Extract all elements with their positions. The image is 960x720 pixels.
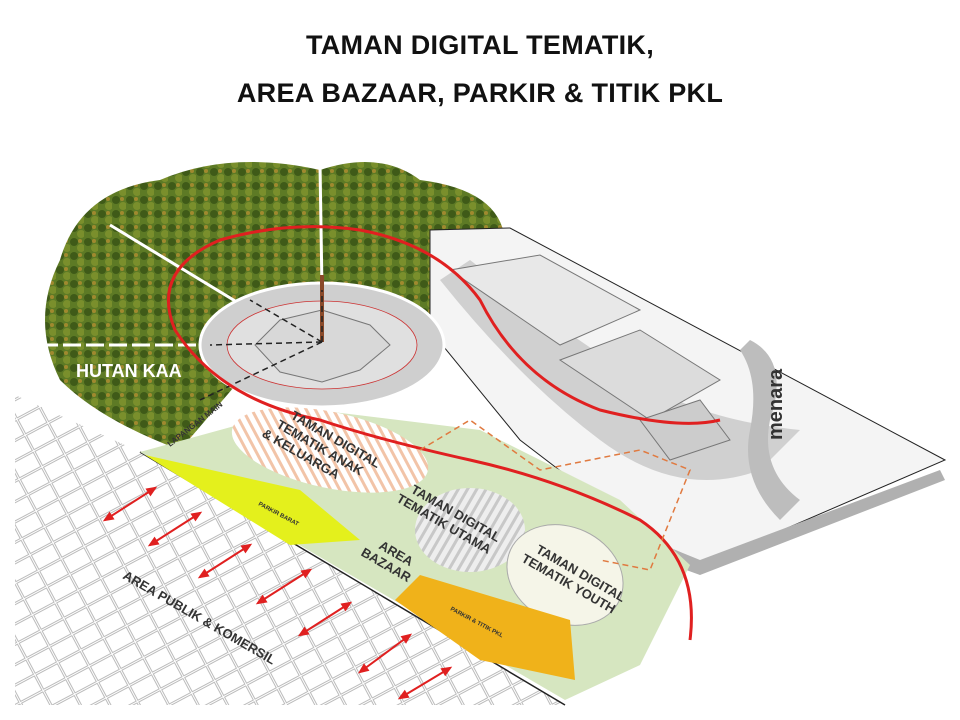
arrowhead-icon xyxy=(440,666,453,677)
slide-title-line-2: AREA BAZAAR, PARKIR & TITIK PKL xyxy=(236,78,724,108)
arrow-2 xyxy=(147,511,203,547)
park-kids-area xyxy=(231,407,429,493)
park-main-area xyxy=(415,488,525,572)
arrowhead-icon xyxy=(147,536,160,547)
slide-title-line-1: TAMAN DIGITAL TEMATIK, xyxy=(305,30,655,60)
arrowhead-icon xyxy=(255,594,268,605)
arrowhead-icon xyxy=(297,626,310,637)
arrowhead-icon xyxy=(357,663,370,674)
arrowhead-icon xyxy=(300,568,313,579)
access-arrows xyxy=(102,486,453,700)
arrowhead-icon xyxy=(145,486,158,497)
arrow-7 xyxy=(397,666,453,700)
arrowhead-icon xyxy=(240,543,253,554)
arrow-6 xyxy=(357,633,413,674)
arrowhead-icon xyxy=(197,568,210,579)
tower-label: menara xyxy=(765,368,787,440)
forest-label: HUTAN KAA xyxy=(76,361,182,381)
park-area xyxy=(140,407,690,700)
central-plaza xyxy=(198,275,446,409)
arrow-5 xyxy=(297,601,353,637)
site-boundary-line xyxy=(166,225,721,641)
arrowhead-icon xyxy=(340,601,353,612)
arrow-3 xyxy=(197,543,253,579)
arrow-1 xyxy=(102,486,158,522)
building-area: menara xyxy=(429,227,947,575)
arrowhead-icon xyxy=(397,689,410,700)
parking-west xyxy=(145,455,360,545)
parking-pkl xyxy=(395,575,575,680)
arrowhead-icon xyxy=(400,633,413,644)
arrowhead-icon xyxy=(102,511,115,522)
arrowhead-icon xyxy=(190,511,203,522)
arrow-4 xyxy=(255,568,313,605)
